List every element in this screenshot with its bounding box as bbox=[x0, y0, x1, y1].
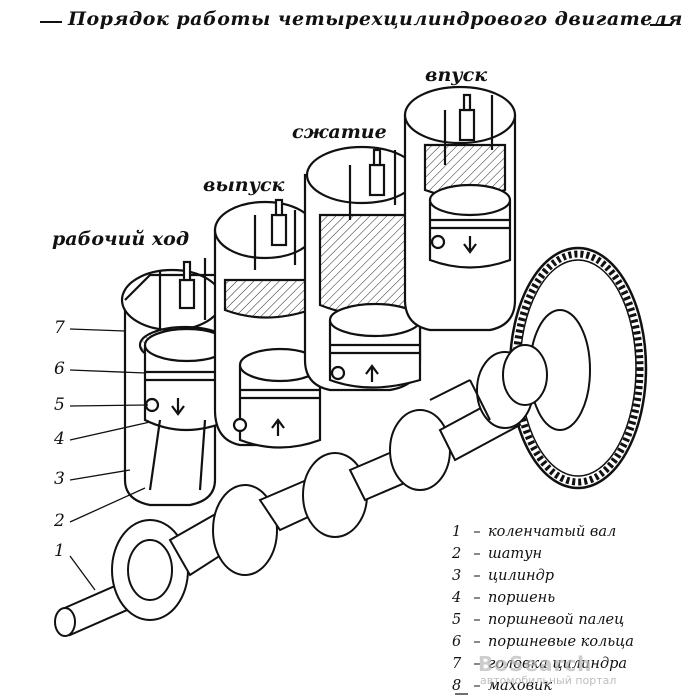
watermark-subtitle: автомобильный портал bbox=[480, 674, 617, 687]
cylinder-4 bbox=[403, 85, 517, 332]
legend-item: 8–маховик bbox=[452, 678, 553, 694]
callout-7: 7 bbox=[54, 318, 65, 338]
label-power-stroke: рабочий ход bbox=[52, 228, 190, 250]
cylinder-2 bbox=[213, 198, 322, 449]
callout-6: 6 bbox=[54, 359, 65, 379]
legend-item: 5–поршневой палец bbox=[452, 612, 625, 628]
callout-3: 3 bbox=[54, 469, 65, 489]
watermark-logo: BoSearch bbox=[478, 652, 593, 676]
crankshaft bbox=[54, 344, 548, 637]
label-compression: сжатие bbox=[292, 121, 387, 143]
label-intake: впуск bbox=[425, 64, 488, 86]
legend-item: 2–шатун bbox=[452, 546, 543, 562]
callout-4: 4 bbox=[54, 429, 65, 449]
cylinder-1 bbox=[120, 258, 234, 507]
callout-1: 1 bbox=[54, 541, 65, 561]
title-dash-left bbox=[40, 21, 62, 23]
cylinder-3 bbox=[303, 145, 422, 392]
legend-item: 7–головка цилиндра bbox=[452, 656, 628, 672]
legend-item: 1–коленчатый вал bbox=[452, 524, 617, 540]
watermark: BoSearch автомобильный портал bbox=[478, 652, 616, 687]
callout-2: 2 bbox=[54, 511, 65, 531]
label-exhaust: выпуск bbox=[203, 174, 285, 196]
callout-5: 5 bbox=[54, 395, 65, 415]
callout-leaders bbox=[69, 328, 151, 591]
title-bar: Порядок работы четырехцилиндрового двига… bbox=[40, 6, 683, 36]
page-title: Порядок работы четырехцилиндрового двига… bbox=[68, 8, 683, 30]
title-dash-right bbox=[650, 24, 672, 26]
legend-item: 4–поршень bbox=[452, 590, 556, 606]
flywheel bbox=[508, 246, 648, 490]
legend-item: 6–поршневые кольца bbox=[452, 634, 634, 650]
legend-item: 3–цилиндр bbox=[452, 568, 555, 584]
